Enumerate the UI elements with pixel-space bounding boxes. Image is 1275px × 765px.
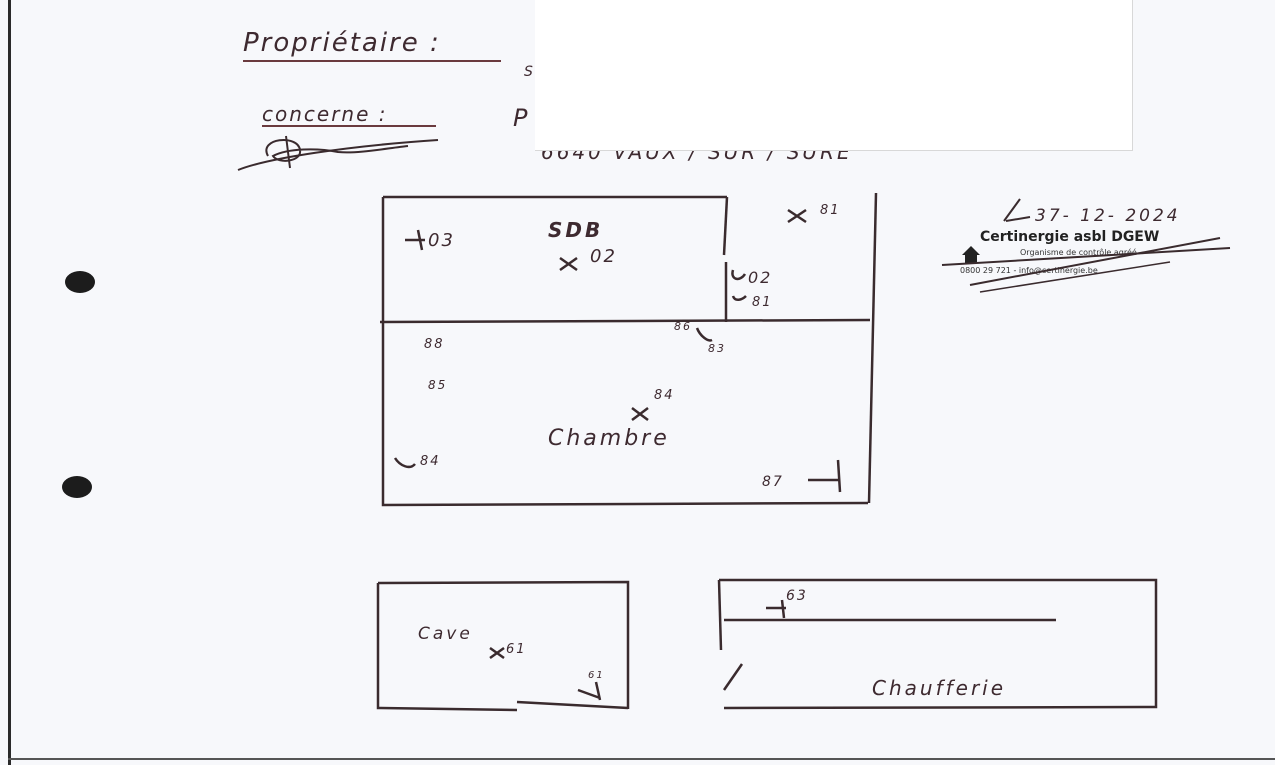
concerne-value-start: P bbox=[513, 104, 528, 132]
binder-hole-top bbox=[65, 271, 95, 293]
stamp-scribble bbox=[941, 237, 1231, 293]
binder-hole-bottom bbox=[62, 476, 92, 498]
point-85: 85 bbox=[428, 378, 448, 392]
point-61-center: 61 bbox=[506, 642, 527, 657]
point-86: 86 bbox=[674, 320, 692, 333]
page-edge bbox=[8, 0, 11, 765]
page-bottom-edge bbox=[8, 758, 1275, 760]
concerne-underline bbox=[262, 125, 436, 127]
point-02: 02 bbox=[590, 246, 617, 267]
point-88: 88 bbox=[424, 337, 445, 352]
point-02-wall: 02 bbox=[748, 268, 773, 287]
stamp-tick bbox=[1003, 198, 1031, 222]
point-81-wall: 81 bbox=[752, 295, 773, 310]
owner-label: Propriétaire : bbox=[243, 28, 441, 58]
room-label-sdb: SDB bbox=[548, 218, 604, 242]
owner-name-start: S bbox=[524, 64, 533, 80]
point-84-center: 84 bbox=[654, 388, 675, 403]
stamp-company: Certinergie asbl DGEW bbox=[980, 229, 1160, 245]
room-label-cave: Cave bbox=[418, 624, 473, 644]
room-label-chaufferie: Chaufferie bbox=[872, 676, 1007, 700]
point-83: 83 bbox=[708, 342, 726, 355]
house-icon-body bbox=[965, 255, 977, 263]
stamp-date: 37- 12- 2024 bbox=[1035, 206, 1181, 226]
concerne-label: concerne : bbox=[262, 102, 388, 126]
point-63: 63 bbox=[786, 588, 808, 604]
owner-underline bbox=[243, 60, 501, 62]
stamp-line2: 0800 29 721 - info@certinergie.be bbox=[960, 266, 1098, 275]
point-84-corner: 84 bbox=[420, 454, 441, 469]
redaction-block bbox=[535, 0, 1133, 151]
signature bbox=[237, 135, 439, 171]
point-87: 87 bbox=[762, 474, 784, 490]
room-label-chambre: Chambre bbox=[548, 426, 670, 451]
point-61-corner: 61 bbox=[588, 670, 605, 681]
stamp-line1: Organisme de contrôle agréé bbox=[1020, 248, 1137, 257]
point-81: 81 bbox=[820, 203, 841, 218]
point-03: 03 bbox=[428, 230, 455, 251]
house-icon bbox=[962, 246, 980, 255]
